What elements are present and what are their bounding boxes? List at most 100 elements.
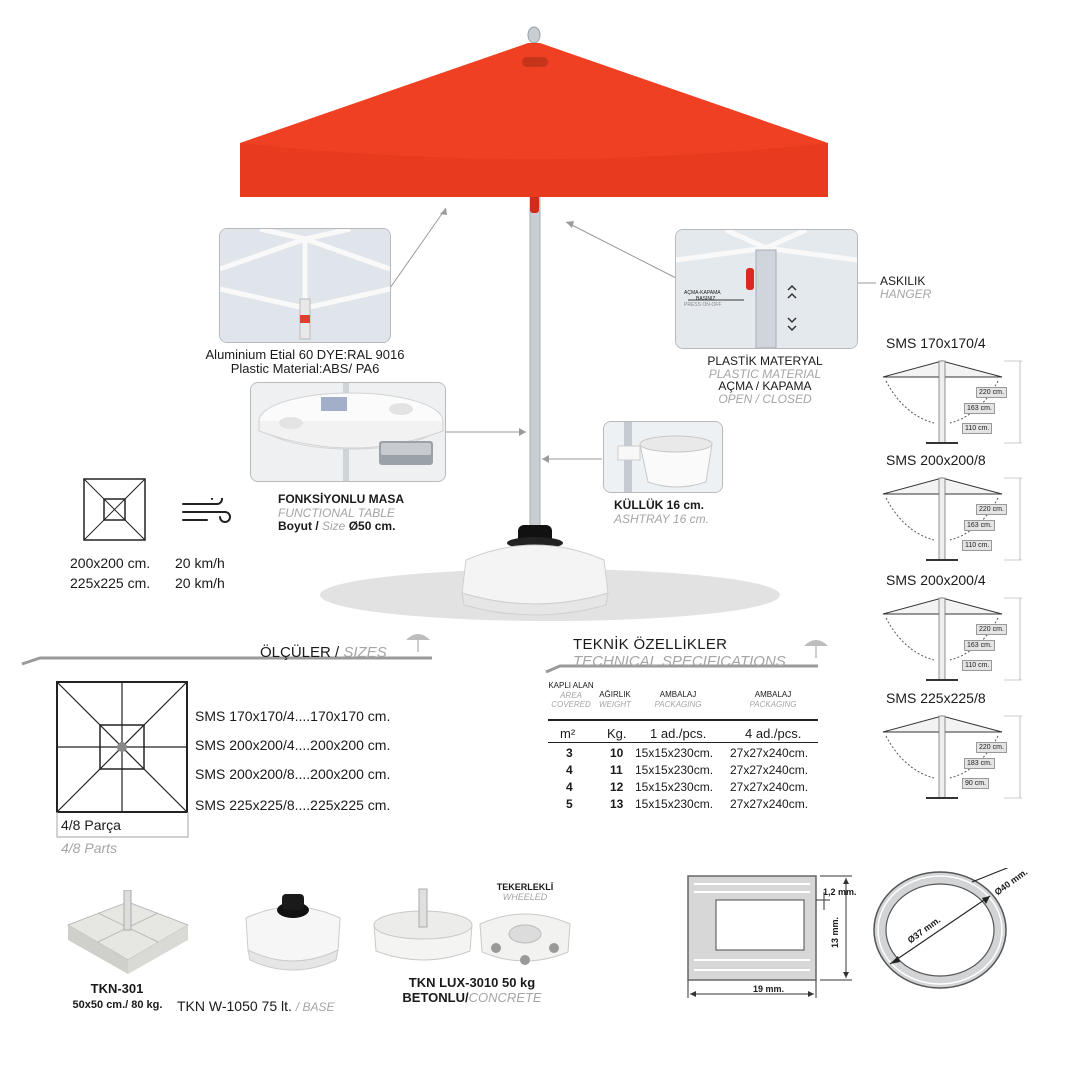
tech-title-tr: TEKNİK ÖZELLİKLER (573, 636, 728, 653)
w1050-name: TKN W-1050 75 lt. (177, 998, 292, 1014)
model-dimension-tag: 163 cm. (964, 640, 995, 651)
row4-pack4: 27x27x240cm. (730, 797, 809, 811)
tkn301-spec: 50x50 cm./ 80 kg. (72, 999, 163, 1011)
tkn301-name: TKN-301 (90, 981, 144, 996)
w1050-label: TKN W-1050 75 lt. / BASE (177, 998, 334, 1014)
canopy-top-view-diagram (56, 681, 188, 813)
sizes-title-en: SIZES (343, 644, 387, 661)
model-dimension-tag: 220 cm. (976, 624, 1007, 635)
profile-wall: 1,2 mm. (823, 887, 857, 897)
table-row: 4 12 15x15x230cm. 27x27x240cm. (548, 780, 820, 797)
row2-area: 4 (566, 763, 573, 777)
size-item-4: SMS 225x225/8....225x225 cm. (195, 797, 391, 813)
table-detail-card (250, 382, 446, 482)
model-side-view-diagram (882, 715, 1022, 799)
table-row: 4 11 15x15x230cm. 27x27x240cm. (548, 763, 820, 780)
tech-header-weight-tr: AĞIRLIK (599, 690, 631, 699)
unit-area: m² (560, 726, 576, 741)
table-size-value: Ø50 cm. (348, 519, 396, 533)
row1-area: 3 (566, 746, 573, 760)
tkn301-base-image (66, 890, 190, 974)
concrete-en: CONCRETE (468, 990, 542, 1005)
ashtray-image (604, 422, 722, 492)
model-name: SMS 170x170/4 (886, 335, 986, 351)
wheeled-label: TEKERLEKLİ WHEELED (480, 882, 570, 902)
table-label-tr: FONKSİYONLU MASA (278, 492, 404, 506)
table-labels: FONKSİYONLU MASA FUNCTIONAL TABLE Boyut … (278, 492, 404, 534)
wind-speed-2: 20 km/h (175, 575, 225, 591)
mechanism-label2-tr: AÇMA / KAPAMA (718, 379, 812, 393)
profile-width: 19 mm. (753, 984, 785, 994)
wind-speeds: 20 km/h 20 km/h (175, 553, 225, 593)
table-label-en: FUNCTIONAL TABLE (278, 505, 395, 520)
row2-pack4: 27x27x240cm. (730, 763, 809, 777)
tech-header-weight-en: WEIGHT (599, 699, 631, 709)
parts-label-tr: 4/8 Parça (61, 817, 121, 833)
table-size-en: Size (322, 519, 346, 533)
model-side-view-diagram (882, 477, 1022, 561)
row1-pack1: 15x15x230cm. (635, 746, 714, 760)
small-umbrella-icon (804, 640, 828, 658)
mechanism-detail-card: AÇMA-KAPAMA BASINIZ PRESS ON-OFF (675, 229, 858, 349)
model-dimension-tag: 110 cm. (962, 423, 993, 434)
mechanism-tiny2: BASINIZ (696, 296, 716, 302)
tech-header-pack4: AMBALAJ PACKAGING (735, 690, 811, 709)
parts-rule (56, 812, 189, 838)
hanger-label-en: HANGER (880, 287, 932, 301)
table-row: 5 13 15x15x230cm. 27x27x240cm. (548, 797, 820, 814)
wind-size-1: 200x200 cm. (70, 555, 151, 571)
mechanism-label2-en: OPEN / CLOSED (718, 391, 812, 406)
tech-header-divider (548, 719, 818, 721)
hanger-label-tr: ASKILIK (880, 274, 926, 288)
row3-pack4: 27x27x240cm. (730, 780, 809, 794)
w1050-base-image (245, 894, 341, 971)
ashtray-detail-card (603, 421, 723, 493)
model-dimension-tag: 110 cm. (962, 660, 993, 671)
tube-cross-section (873, 868, 1009, 989)
size-item-2: SMS 200x200/4....200x200 cm. (195, 737, 391, 753)
tech-title-en: TECHNICAL SPECIFICATIONS (573, 653, 786, 670)
mechanism-tiny-text: AÇMA-KAPAMA BASINIZ PRESS ON-OFF (684, 290, 722, 308)
tech-title: TEKNİK ÖZELLİKLER TECHNICAL SPECIFICATIO… (573, 636, 786, 670)
wheeled-base-image (479, 913, 571, 965)
row2-weight: 11 (610, 763, 623, 777)
functional-table-image (251, 383, 445, 481)
lux-labels: TKN LUX-3010 50 kg BETONLU/CONCRETE (392, 975, 552, 1005)
row4-weight: 13 (610, 797, 624, 811)
model-dimension-tag: 183 cm. (964, 758, 995, 769)
size-item-3: SMS 200x200/8....200x200 cm. (195, 766, 391, 782)
sizes-header-rule (21, 634, 432, 666)
sizes-title-tr: ÖLÇÜLER / (260, 644, 340, 661)
tech-header-pack4-tr: AMBALAJ (754, 690, 792, 699)
concrete-tr: BETONLU/ (402, 990, 469, 1005)
row4-pack1: 15x15x230cm. (635, 797, 714, 811)
mechanism-tiny3: PRESS ON-OFF (684, 302, 722, 308)
tech-units-divider (548, 742, 818, 743)
model-name: SMS 225x225/8 (886, 690, 986, 706)
row3-weight: 12 (610, 780, 624, 794)
row4-area: 5 (566, 797, 573, 811)
row2-pack1: 15x15x230cm. (635, 763, 714, 777)
mechanism-labels: PLASTİK MATERYAL PLASTIC MATERIAL AÇMA /… (680, 355, 850, 405)
profile-height: 13 mm. (830, 916, 840, 948)
model-dimension-tag: 163 cm. (964, 403, 995, 414)
hanger-label: ASKILIK HANGER (880, 275, 931, 301)
row3-area: 4 (566, 780, 573, 794)
table-row: 3 10 15x15x230cm. 27x27x240cm. (548, 746, 820, 763)
small-umbrella-icon (406, 634, 430, 652)
ashtray-labels: KÜLLÜK 16 cm. ASHTRAY 16 cm. (614, 498, 709, 526)
mechanism-image (676, 230, 857, 348)
unit-pack1: 1 ad./pcs. (650, 726, 707, 741)
frame-ribs-image (220, 229, 390, 342)
unit-pack4: 4 ad./pcs. (745, 726, 802, 741)
ashtray-label-en: ASHTRAY 16 cm. (614, 511, 709, 526)
lux3010-base-image (373, 888, 473, 961)
tech-header-pack1-tr: AMBALAJ (659, 690, 697, 699)
tech-header-weight: AĞIRLIK WEIGHT (592, 690, 638, 709)
table-size-prefix: Boyut / (278, 519, 319, 533)
model-side-view-diagram (882, 597, 1022, 681)
mechanism-label-tr: PLASTİK MATERYAL (707, 354, 823, 368)
w1050-en: / BASE (295, 1000, 335, 1014)
tech-header-pack1-en: PACKAGING (654, 699, 702, 709)
frame-detail-card (219, 228, 391, 343)
